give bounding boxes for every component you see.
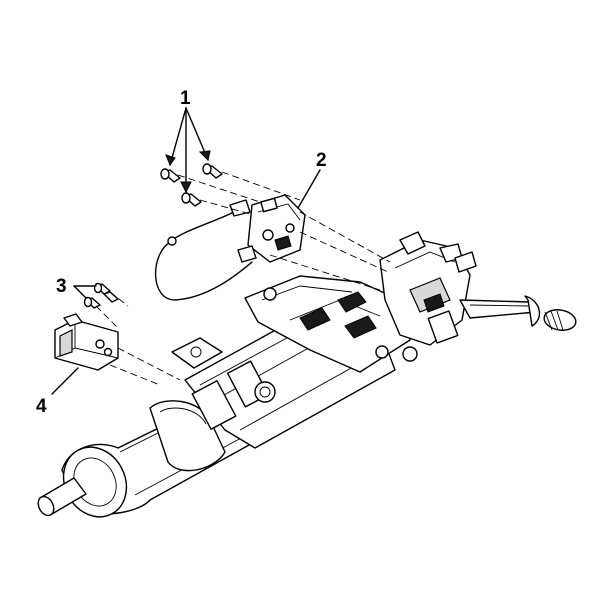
bracket-4 — [54, 313, 119, 371]
alignment-lines — [95, 171, 391, 386]
leader-lines — [51, 107, 321, 395]
screws-1 — [160, 163, 223, 207]
callout-3: 3 — [56, 276, 67, 297]
callout-4: 4 — [36, 396, 47, 417]
callout-1: 1 — [180, 88, 191, 109]
steering-column — [37, 231, 577, 518]
screws-3 — [83, 282, 119, 309]
callout-2: 2 — [316, 150, 327, 171]
ignition-switch-assembly — [154, 194, 306, 301]
